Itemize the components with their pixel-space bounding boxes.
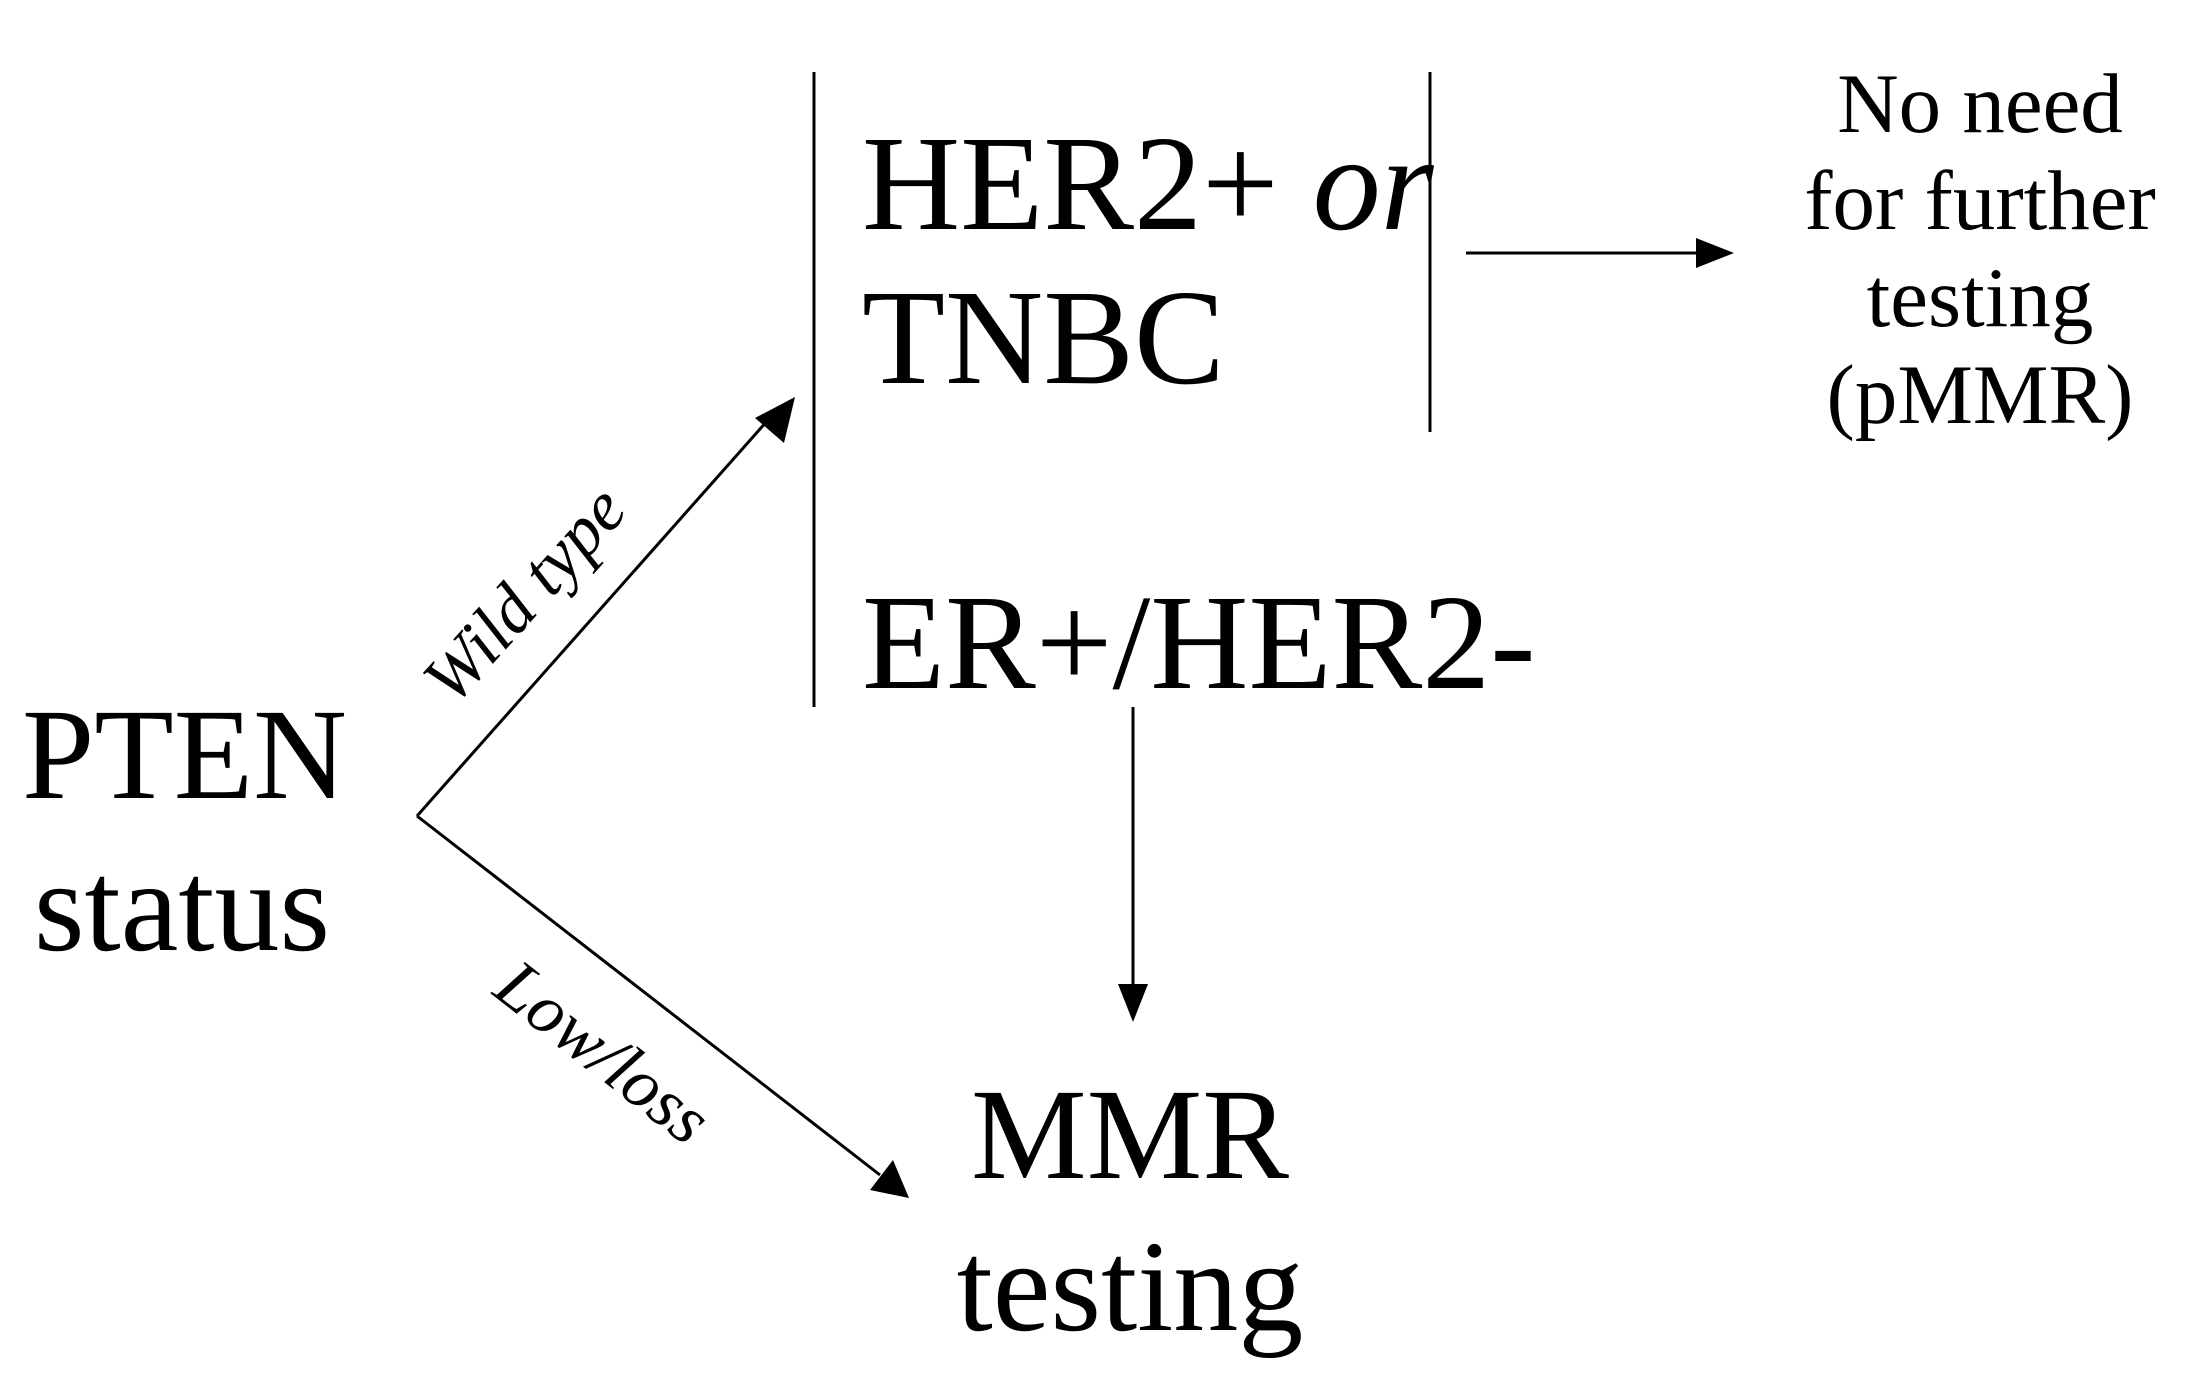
pten-status-line2: status xyxy=(33,835,331,979)
no-further-line4: (pMMR) xyxy=(1826,348,2134,442)
her2-tnbc-node: HER2+ or TNBC xyxy=(862,116,1434,406)
or-conjunction: or xyxy=(1312,109,1434,259)
no-further-testing-node: No need for further testing (pMMR) xyxy=(1780,62,2180,438)
to-pmmr-arrowhead xyxy=(1696,238,1734,268)
mmr-line2: testing xyxy=(956,1215,1304,1359)
pten-status-node: PTEN status xyxy=(22,683,347,979)
no-further-line2: for further xyxy=(1804,154,2156,248)
tnbc-label: TNBC xyxy=(862,263,1225,413)
wild-type-arrow xyxy=(415,419,770,817)
no-further-line1: No need xyxy=(1837,57,2123,151)
mmr-testing-node: MMR testing xyxy=(900,1070,1360,1352)
low-loss-arrow xyxy=(416,814,881,1177)
her2-label: HER2+ xyxy=(862,109,1313,259)
mmr-line1: MMR xyxy=(971,1063,1289,1207)
low-loss-arrowhead xyxy=(870,1160,909,1198)
wild-type-arrowhead xyxy=(755,397,795,443)
er-to-mmr-arrowhead xyxy=(1118,984,1148,1022)
pten-status-line1: PTEN xyxy=(22,683,347,827)
er-her2-node: ER+/HER2- xyxy=(862,568,1536,718)
no-further-line3: testing xyxy=(1866,251,2094,345)
her2-tnbc-line1: HER2+ or xyxy=(862,116,1434,252)
